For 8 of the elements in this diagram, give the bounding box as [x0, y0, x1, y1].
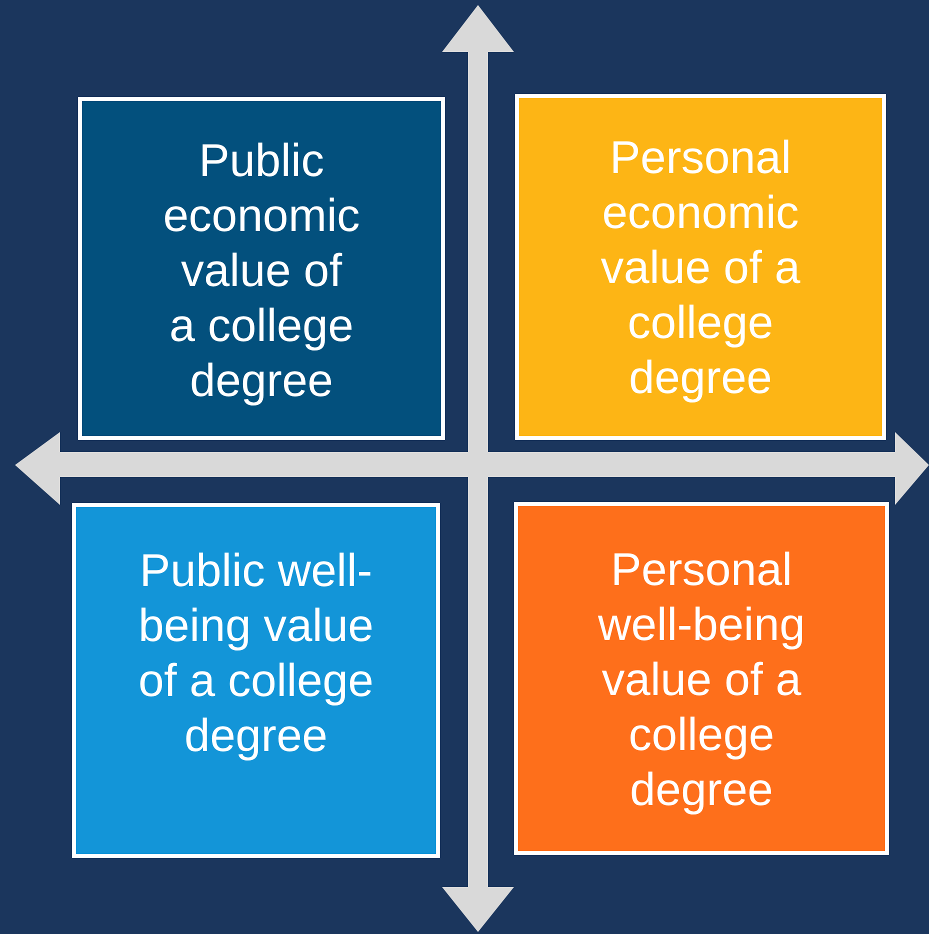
quadrant-label: Public well-being value of a college degree: [137, 543, 375, 763]
quadrant-box: [72, 503, 440, 858]
quadrant-label: Personal well-being value of a college degree: [596, 542, 806, 817]
quadrant-box: [515, 94, 886, 440]
quadrant-box: [514, 502, 889, 855]
quadrant-label: Personal economic value of a college degree: [600, 130, 802, 405]
quadrant-label: Public economic value of a college degree: [162, 133, 360, 408]
quadrant-box: [78, 97, 445, 440]
